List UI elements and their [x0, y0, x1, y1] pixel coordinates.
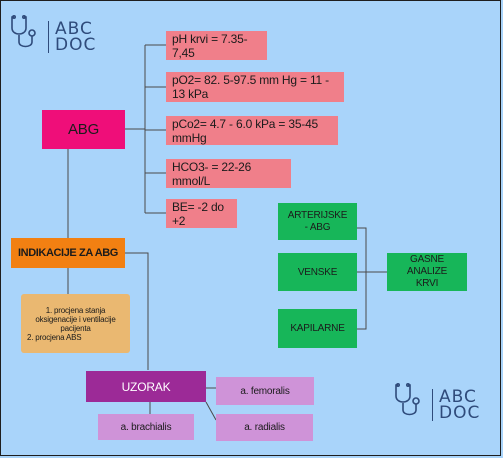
abcdoc-logo: ABC DOC [8, 14, 96, 59]
indications-label: INDIKACIJE ZA ABG [18, 247, 118, 259]
abcdoc-logo-bottom: ABC DOC [392, 382, 480, 427]
abg-label: ABG [67, 121, 100, 138]
logo-line-1: ABC [55, 18, 93, 39]
indication-item: 1. procjena stanja oksigenacije i ventil… [35, 305, 116, 333]
value-label: BE= -2 do +2 [172, 199, 224, 228]
gas-type-label: ARTERIJSKE - ABG [287, 209, 348, 233]
logo-line-2: DOC [55, 34, 97, 55]
value-node-be: BE= -2 do +2 [166, 199, 237, 228]
site-label: a. femoralis [240, 385, 290, 397]
site-brachialis: a. brachialis [98, 414, 194, 440]
gas-analysis-label: GASNE ANALIZE KRVI [406, 254, 448, 289]
logo-text: ABC DOC [48, 18, 97, 55]
stethoscope-icon [392, 382, 428, 427]
logo-line-1: ABC [439, 386, 477, 407]
logo-text: ABC DOC [432, 386, 481, 423]
sample-node: UZORAK [86, 371, 206, 402]
gas-type-capillary: KAPILARNE [278, 309, 357, 348]
gas-type-label: VENSKE [297, 266, 338, 278]
site-femoralis: a. femoralis [216, 377, 314, 405]
value-node-hco3: HCO3- = 22-26 mmol/L [166, 159, 291, 188]
stethoscope-icon [8, 14, 44, 59]
gas-type-arterial: ARTERIJSKE - ABG [278, 203, 357, 240]
gas-analysis-node: GASNE ANALIZE KRVI [387, 253, 467, 291]
site-radialis: a. radialis [216, 414, 313, 441]
site-label: a. radialis [244, 422, 285, 433]
abg-node: ABG [42, 110, 125, 149]
indications-detail: 1. procjena stanja oksigenacije i ventil… [21, 294, 130, 353]
sample-label: UZORAK [121, 379, 171, 394]
value-label: HCO3- = 22-26 mmol/L [172, 159, 252, 188]
value-node-ph: pH krvi = 7.35-7,45 [166, 31, 267, 60]
value-label: pH krvi = 7.35-7,45 [172, 31, 248, 60]
value-label: pCo2= 4.7 - 6.0 kPa = 35-45 mmHg [172, 116, 319, 145]
value-node-po2: pO2= 82. 5-97.5 mm Hg = 11 - 13 kPa [166, 72, 344, 102]
value-node-pco2: pCo2= 4.7 - 6.0 kPa = 35-45 mmHg [166, 116, 338, 145]
gas-type-venous: VENSKE [278, 253, 357, 291]
logo-line-2: DOC [439, 402, 481, 423]
gas-type-label: KAPILARNE [290, 323, 345, 334]
indication-item: 2. procjena ABS [27, 332, 82, 342]
value-label: pO2= 82. 5-97.5 mm Hg = 11 - 13 kPa [172, 73, 329, 101]
indications-node: INDIKACIJE ZA ABG [11, 238, 125, 268]
site-label: a. brachialis [120, 421, 172, 433]
